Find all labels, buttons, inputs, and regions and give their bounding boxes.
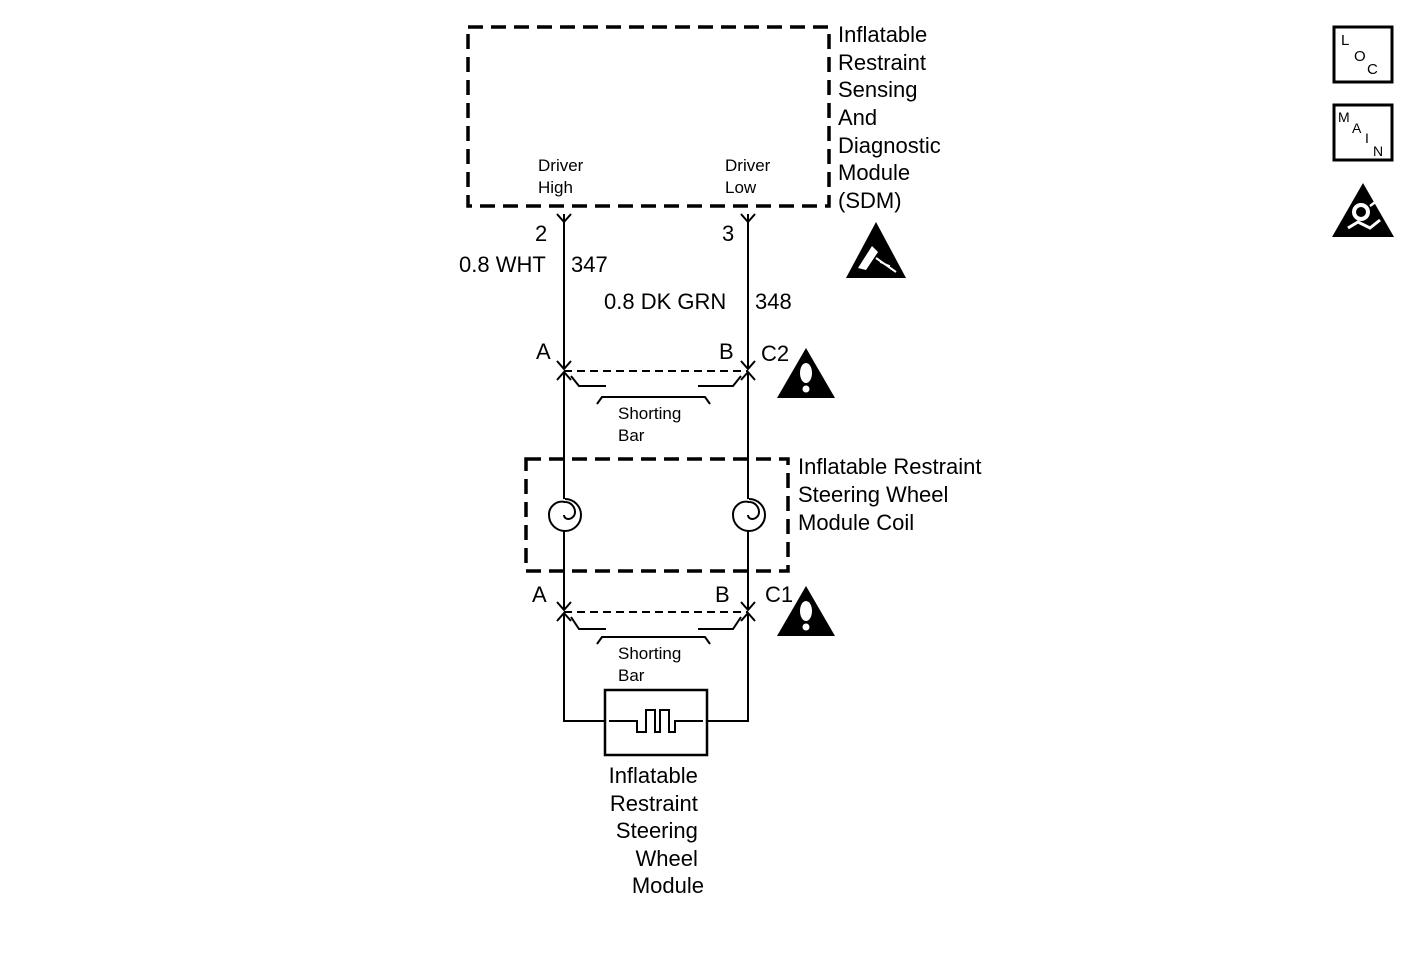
c2-pin-a: A [536,339,551,364]
coil-title: Inflatable Restraint Steering Wheel Modu… [798,454,988,535]
sdm-pin-3-terminal [740,213,756,224]
c1-shorting-bar [570,616,742,645]
caution-icon [777,348,835,398]
wire-low-c2-arrow [740,360,756,371]
main-icon[interactable]: M A I N [1332,103,1394,162]
svg-text:A: A [1352,120,1362,136]
wire-low-circuit: 348 [755,289,792,314]
c1-name: C1 [765,582,793,607]
c1-shorting-bar-label: Shorting Bar [618,644,686,685]
coil-spiral-icon [547,498,582,532]
wire-high-to-module [563,613,605,722]
coil-spiral-icon [731,498,766,532]
c2-pin-b: B [719,339,734,364]
wire-low-to-module [707,613,749,722]
sdm-title: Inflatable Restraint Sensing And Diagnos… [838,22,947,213]
wire-low-c1-arrow [740,601,756,612]
c1-pin-a: A [532,582,547,607]
c1-pin-b: B [715,582,730,607]
module-title: Inflatable Restraint Steering Wheel Modu… [609,763,704,898]
c2-shorting-bar [570,375,742,405]
svg-text:C: C [1367,61,1378,78]
svg-text:O: O [1354,48,1366,65]
wire-high-spec: 0.8 WHT [459,252,546,277]
svg-text:N: N [1373,143,1383,159]
c2-shorting-bar-label: Shorting Bar [618,404,686,445]
sdm-pin-2-terminal [556,213,572,224]
c2-name: C2 [761,341,789,366]
esd-warning-icon [846,222,906,278]
wire-low-pin: 3 [722,221,734,246]
sdm-box [466,25,831,208]
wire-high-pin: 2 [535,221,547,246]
svg-text:M: M [1338,109,1350,125]
airbag-warning-icon[interactable] [1332,183,1394,237]
sdm-pin-high-label: Driver High [538,156,588,197]
wire-high-c1-arrow [556,601,572,612]
sdm-pin-low-label: Driver Low [725,156,775,197]
wire-high-c2-arrow [556,360,572,371]
squib-icon [609,709,703,733]
coil-box [524,457,790,573]
caution-icon [777,586,835,636]
svg-text:L: L [1341,32,1349,49]
svg-text:I: I [1365,130,1369,146]
loc-icon[interactable]: L O C [1332,25,1394,84]
wire-low-spec: 0.8 DK GRN [604,289,726,314]
wire-high-circuit: 347 [571,252,608,277]
